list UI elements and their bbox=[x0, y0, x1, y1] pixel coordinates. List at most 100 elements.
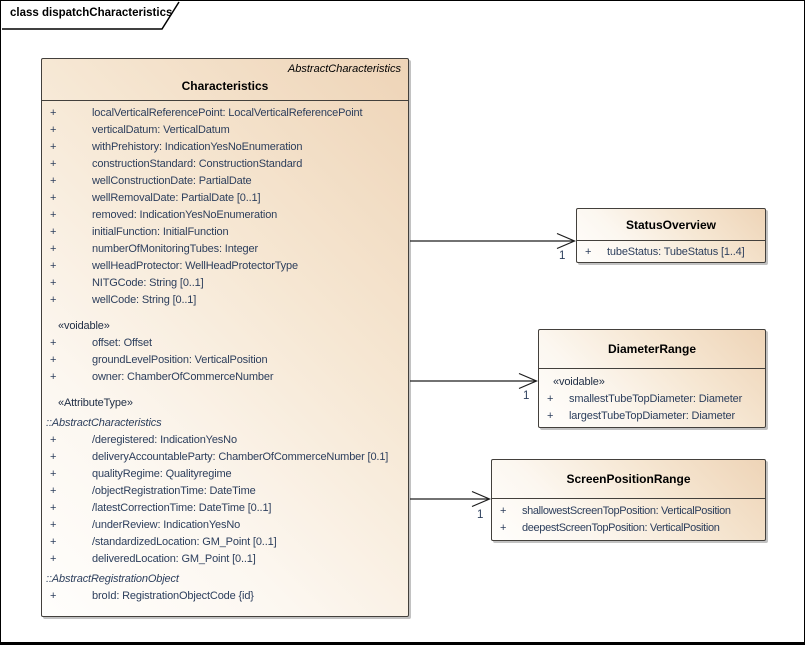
visibility-marker: + bbox=[50, 590, 57, 602]
attribute-text: wellHeadProtector: WellHeadProtectorType bbox=[92, 260, 298, 272]
section-label: ::AbstractCharacteristics bbox=[46, 417, 162, 429]
attribute-row: + smallestTubeTopDiameter: Diameter bbox=[539, 391, 763, 408]
visibility-marker: + bbox=[500, 522, 507, 534]
visibility-marker: + bbox=[50, 354, 57, 366]
visibility-marker: + bbox=[50, 485, 57, 497]
attribute-text: /deregistered: IndicationYesNo bbox=[92, 434, 237, 446]
visibility-marker: + bbox=[50, 209, 57, 221]
frame-title: class dispatchCharacteristics bbox=[10, 7, 173, 19]
multiplicity-label: 1 bbox=[559, 250, 566, 262]
class-name: Characteristics bbox=[181, 79, 269, 93]
attribute-text: constructionStandard: ConstructionStanda… bbox=[92, 158, 303, 170]
attribute-text: removed: IndicationYesNoEnumeration bbox=[92, 209, 278, 221]
attribute-compartment: + localVerticalReferencePoint: LocalVerti… bbox=[42, 101, 408, 605]
attribute-row: + deliveredLocation: GM_Point [0..1] bbox=[42, 551, 406, 568]
multiplicity-label: 1 bbox=[523, 390, 530, 402]
visibility-marker: + bbox=[50, 451, 57, 463]
association-arrow-status-overview bbox=[410, 232, 577, 250]
attribute-compartment: «voidable» + smallestTubeTopDiameter: Diam… bbox=[539, 369, 765, 425]
association-arrow-diameter-range bbox=[410, 372, 539, 390]
attribute-row: + groundLevelPosition: VerticalPosition bbox=[42, 352, 406, 369]
class-name: DiameterRange bbox=[539, 330, 765, 369]
visibility-marker: + bbox=[500, 505, 507, 517]
visibility-marker: + bbox=[50, 192, 57, 204]
attribute-row: + numberOfMonitoringTubes: Integer bbox=[42, 241, 406, 258]
attribute-row: + /objectRegistrationTime: DateTime bbox=[42, 483, 406, 500]
attribute-text: /objectRegistrationTime: DateTime bbox=[92, 485, 256, 497]
visibility-marker: + bbox=[50, 553, 57, 565]
attribute-row: + deepestScreenTopPosition: VerticalPosit… bbox=[492, 520, 763, 537]
attribute-text: deliveredLocation: GM_Point [0..1] bbox=[92, 553, 256, 565]
attribute-text: groundLevelPosition: VerticalPosition bbox=[92, 354, 268, 366]
attribute-text: deepestScreenTopPosition: VerticalPositi… bbox=[522, 522, 720, 534]
visibility-marker: + bbox=[50, 371, 57, 383]
class-name: StatusOverview bbox=[577, 209, 765, 241]
attribute-text: localVerticalReferencePoint: LocalVertic… bbox=[92, 107, 363, 119]
attribute-text: wellCode: String [0..1] bbox=[92, 294, 197, 306]
attribute-row: + deliveryAccountableParty: ChamberOfComm… bbox=[42, 449, 406, 466]
class-box-characteristics[interactable]: AbstractCharacteristics Characteristics … bbox=[41, 58, 409, 617]
class-header: AbstractCharacteristics Characteristics bbox=[42, 59, 408, 101]
class-box-screen-position-range[interactable]: ScreenPositionRange + shallowestScreenTop… bbox=[491, 459, 766, 541]
attribute-text: tubeStatus: TubeStatus [1..4] bbox=[607, 246, 745, 258]
visibility-marker: + bbox=[547, 393, 554, 405]
class-box-diameter-range[interactable]: DiameterRange «voidable» + smallestTubeTop… bbox=[538, 329, 766, 428]
visibility-marker: + bbox=[50, 175, 57, 187]
association-arrow-screen-position-range bbox=[410, 490, 492, 508]
visibility-marker: + bbox=[50, 468, 57, 480]
attribute-row: + tubeStatus: TubeStatus [1..4] bbox=[577, 244, 763, 261]
stereotype-label: «AttributeType» bbox=[58, 397, 133, 409]
attribute-row: +qualityRegime: Qualityregime bbox=[42, 466, 406, 483]
attribute-text: largestTubeTopDiameter: Diameter bbox=[569, 410, 735, 422]
attribute-text: wellConstructionDate: PartialDate bbox=[92, 175, 252, 187]
attribute-row: + shallowestScreenTopPosition: VerticalPo… bbox=[492, 503, 763, 520]
visibility-marker: + bbox=[50, 502, 57, 514]
attribute-row: + /underReview: IndicationYesNo bbox=[42, 517, 406, 534]
attribute-compartment: + tubeStatus: TubeStatus [1..4] bbox=[577, 241, 765, 261]
multiplicity-label: 1 bbox=[477, 509, 484, 521]
stereotype-label: «voidable» bbox=[553, 376, 605, 388]
attribute-row: + offset: Offset bbox=[42, 335, 406, 352]
attribute-text: shallowestScreenTopPosition: VerticalPos… bbox=[522, 505, 731, 517]
visibility-marker: + bbox=[50, 337, 57, 349]
attribute-row: + /deregistered: IndicationYesNo bbox=[42, 432, 406, 449]
attribute-text: initialFunction: InitialFunction bbox=[92, 226, 229, 238]
attribute-row: + wellCode: String [0..1] bbox=[42, 292, 406, 309]
attribute-row: + localVerticalReferencePoint: LocalVerti… bbox=[42, 105, 406, 122]
visibility-marker: + bbox=[585, 246, 592, 258]
attribute-row: + constructionStandard: ConstructionStand… bbox=[42, 156, 406, 173]
attribute-text: verticalDatum: VerticalDatum bbox=[92, 124, 230, 136]
stereotype-label: «voidable» bbox=[58, 320, 110, 332]
attribute-text: /latestCorrectionTime: DateTime [0..1] bbox=[92, 502, 272, 514]
attribute-row: +NITGCode: String [0..1] bbox=[42, 275, 406, 292]
attribute-text: /underReview: IndicationYesNo bbox=[92, 519, 241, 531]
frame-title-tab: class dispatchCharacteristics bbox=[1, 1, 179, 29]
class-name: ScreenPositionRange bbox=[492, 460, 765, 499]
attribute-row: +withPrehistory: IndicationYesNoEnumerat… bbox=[42, 139, 406, 156]
attribute-row: + broId: RegistrationObjectCode {id} bbox=[42, 588, 406, 605]
attribute-row: +owner: ChamberOfCommerceNumber bbox=[42, 369, 406, 386]
attribute-text: smallestTubeTopDiameter: Diameter bbox=[569, 393, 743, 405]
visibility-marker: + bbox=[50, 294, 57, 306]
attribute-row: + wellHeadProtector: WellHeadProtectorTyp… bbox=[42, 258, 406, 275]
attribute-text: deliveryAccountableParty: ChamberOfComme… bbox=[92, 451, 389, 463]
class-box-status-overview[interactable]: StatusOverview + tubeStatus: TubeStatus [… bbox=[576, 208, 766, 263]
attribute-text: NITGCode: String [0..1] bbox=[92, 277, 204, 289]
visibility-marker: + bbox=[50, 434, 57, 446]
attribute-text: offset: Offset bbox=[92, 337, 152, 349]
attribute-text: numberOfMonitoringTubes: Integer bbox=[92, 243, 258, 255]
attribute-row: + /latestCorrectionTime: DateTime [0..1] bbox=[42, 500, 406, 517]
visibility-marker: + bbox=[50, 519, 57, 531]
visibility-marker: + bbox=[50, 158, 57, 170]
attribute-row: +verticalDatum: VerticalDatum bbox=[42, 122, 406, 139]
visibility-marker: + bbox=[50, 107, 57, 119]
attribute-row: + largestTubeTopDiameter: Diameter bbox=[539, 408, 763, 425]
visibility-marker: + bbox=[50, 141, 57, 153]
visibility-marker: + bbox=[50, 260, 57, 272]
visibility-marker: + bbox=[50, 243, 57, 255]
attribute-row: + removed: IndicationYesNoEnumeration bbox=[42, 207, 406, 224]
section-label: ::AbstractRegistrationObject bbox=[46, 573, 179, 585]
visibility-marker: + bbox=[547, 410, 554, 422]
attribute-text: broId: RegistrationObjectCode {id} bbox=[92, 590, 254, 602]
